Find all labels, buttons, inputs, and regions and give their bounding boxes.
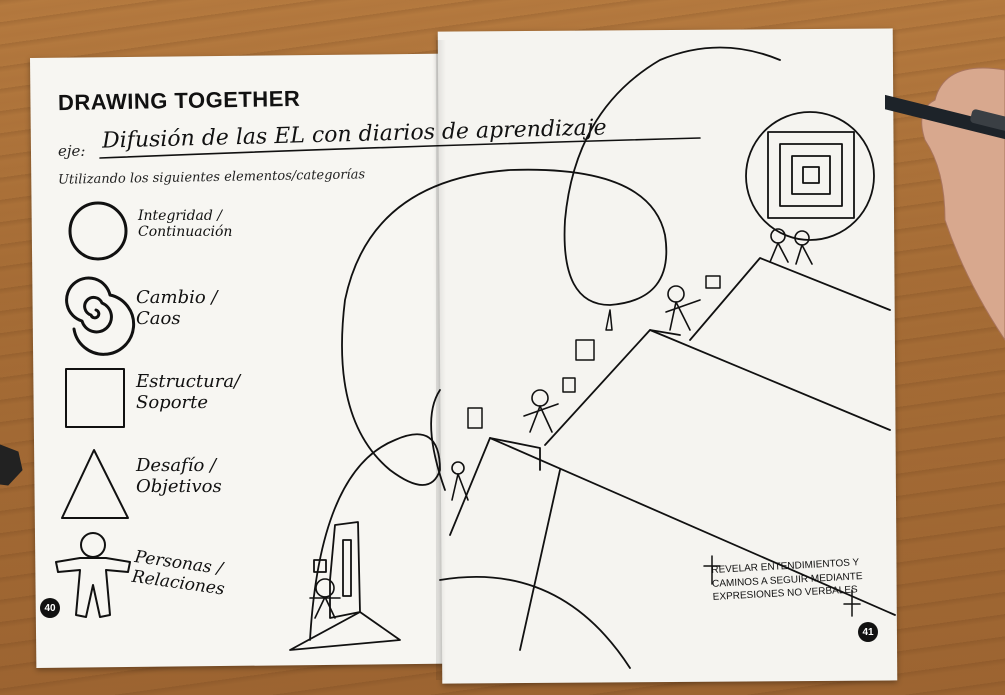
handwritten-note: REVELAR ENTENDIMIENTOS Y CAMINOS A SEGUI… bbox=[711, 557, 863, 603]
inner-loop bbox=[430, 389, 446, 491]
eje-prefix: eje: bbox=[58, 142, 86, 160]
hand-holding-pen bbox=[885, 67, 1005, 341]
cross-mark bbox=[843, 589, 861, 617]
legend-label-triangle: Desafío / Objetivos bbox=[136, 455, 222, 497]
legend-label-circle: Integridad / Continuación bbox=[138, 208, 233, 241]
cross-mark bbox=[703, 555, 721, 585]
flags bbox=[467, 275, 721, 429]
marker-cap bbox=[0, 444, 23, 486]
globe-with-maze bbox=[745, 111, 875, 241]
door bbox=[313, 521, 361, 619]
person-icon bbox=[55, 532, 131, 618]
staircase bbox=[289, 257, 896, 669]
triangle-icon bbox=[61, 449, 129, 519]
circle-icon bbox=[68, 201, 128, 261]
legend-label-square: Estructura/ Soporte bbox=[136, 371, 241, 413]
page-number-right: 41 bbox=[858, 622, 878, 642]
eje-underline bbox=[99, 137, 701, 159]
legend-label-spiral: Cambio / Caos bbox=[136, 287, 218, 329]
page-title: DRAWING TOGETHER bbox=[57, 85, 301, 116]
spiral-icon bbox=[65, 276, 136, 356]
stick-figures bbox=[309, 228, 813, 619]
square-icon bbox=[65, 368, 125, 428]
page-number-left: 40 bbox=[40, 598, 60, 618]
book-gutter bbox=[436, 40, 446, 680]
